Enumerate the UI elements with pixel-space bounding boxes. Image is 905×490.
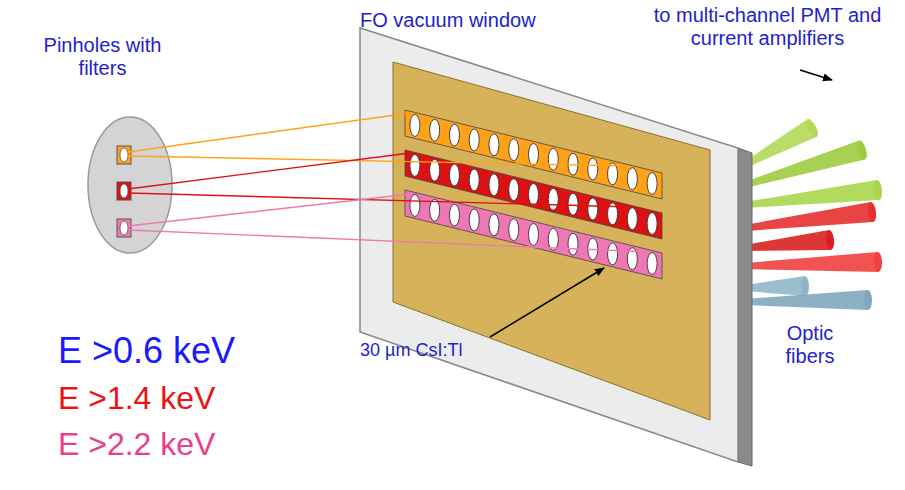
optic-fiber [744,140,865,187]
fiber-spot [449,164,459,186]
fiber-spot [647,253,657,275]
fiber-spot [509,139,519,161]
fiber-end [867,202,877,223]
fiber-spot [410,154,420,176]
energy-threshold: E >2.2 keV [58,426,215,463]
direction-arrow [800,70,832,80]
fiber-spot [529,183,539,205]
pinhole-label: Pinholes with filters [40,34,165,80]
fiber-label: Optic fibers [770,322,850,368]
fiber-end [804,117,821,138]
fiber-end [873,180,883,201]
fiber-end [825,230,835,251]
fiber-spot [469,169,479,191]
optic-fiber [745,230,831,251]
fiber-spot [410,114,420,136]
optic-fiber [745,252,878,272]
fo-window-plate [360,28,738,462]
fiber-spot [469,129,479,151]
detector-stripes [405,110,662,279]
fiber-spot [588,198,598,220]
fiber-spot [548,228,558,250]
optic-fibers [744,117,884,310]
fiber-spot [529,223,539,245]
fiber-spot [647,213,657,235]
leader-arrow [490,268,604,337]
energy-threshold: E >1.4 keV [58,380,215,417]
fiber-end [855,139,868,160]
fiber-spot [430,119,440,141]
window-edge [738,148,752,466]
fiber-spot [509,219,519,241]
fiber-spot [489,174,499,196]
fiber-spot [608,243,618,265]
fiber-spot [449,204,459,226]
fiber-spot [469,209,479,231]
optic-fiber [745,276,805,296]
csi-scintillator [393,62,710,420]
fiber-spot [489,214,499,236]
optic-fiber [745,180,879,208]
energy-threshold: E >0.6 keV [58,330,235,371]
fiber-spot [509,179,519,201]
fiber-spot [410,194,420,216]
fiber-spot [627,208,637,230]
fiber-spot [568,193,578,215]
fiber-spot [430,199,440,221]
fiber-spot [529,143,539,165]
fiber-end [874,252,883,272]
scintillator-label: 30 µm CsI:Tl [360,340,462,361]
window-label: FO vacuum window [360,9,536,32]
pinhole-rays [128,113,650,252]
pinhole-filters [117,146,131,237]
fiber-spot [568,233,578,255]
fiber-spot [588,158,598,180]
optic-fiber [745,290,868,310]
fiber-spot [627,168,637,190]
optic-fiber [745,202,874,231]
output-label: to multi-channel PMT and current amplifi… [650,4,885,50]
fiber-spot [548,148,558,170]
fiber-spot [647,173,657,195]
fiber-end [864,290,872,310]
fiber-end [801,276,810,296]
fiber-spot [489,134,499,156]
fiber-spot [449,124,459,146]
fiber-spot [548,188,558,210]
filter-stripe [405,190,662,279]
